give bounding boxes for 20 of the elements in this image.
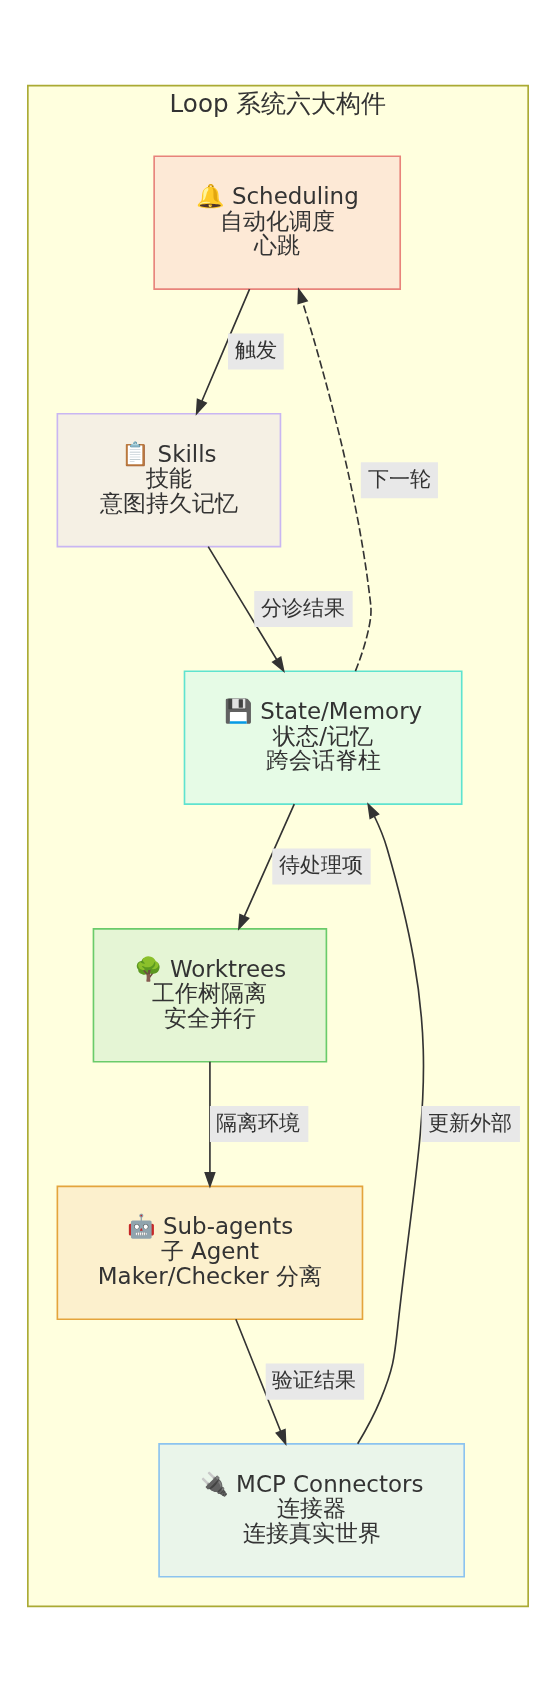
node-box: 🌳 Worktrees 工作树隔离 安全并行 — [92, 928, 328, 1063]
arrow — [195, 288, 251, 416]
edge-label: 隔离环境 — [216, 1109, 301, 1135]
arrow — [207, 545, 285, 674]
node-box: 💾 State/Memory 状态/记忆 跨会话脊柱 — [183, 670, 463, 805]
arrow — [297, 287, 372, 672]
arrow — [237, 803, 296, 931]
edge-label: 下一轮 — [368, 465, 432, 491]
edge-label: 触发 — [234, 337, 277, 362]
edge-label: 更新外部 — [428, 1109, 513, 1135]
edge-label: 验证结果 — [272, 1367, 357, 1393]
edge-label: 待处理项 — [278, 852, 363, 878]
arrow — [356, 802, 425, 1445]
node-box: 🤖 Sub-agents 子 Agent Maker/Checker 分离 — [56, 1185, 364, 1321]
node-box: 🔌 MCP Connectors 连接器 连接真实世界 — [158, 1443, 465, 1578]
edge-label: 分诊结果 — [260, 594, 345, 620]
arrow — [235, 1318, 287, 1446]
node-box: 🔔 Scheduling 自动化调度 心跳 — [153, 155, 402, 290]
arrow — [204, 1060, 216, 1189]
node-box: 📋 Skills 技能 意图持久记忆 — [56, 412, 282, 548]
